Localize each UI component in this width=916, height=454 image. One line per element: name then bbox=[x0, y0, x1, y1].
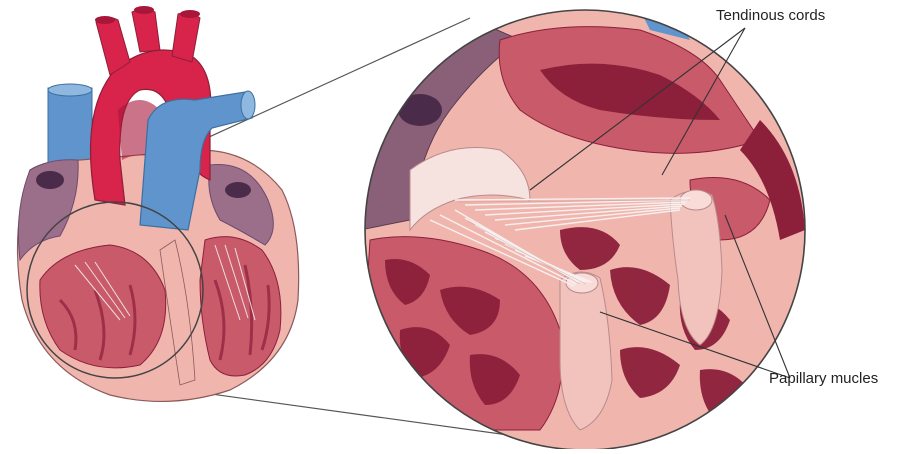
zoomed-view bbox=[360, 5, 820, 449]
papillary-muscle-lower bbox=[560, 272, 612, 430]
whole-heart bbox=[18, 6, 299, 401]
papillary-muscles-label: Papillary mucles bbox=[769, 370, 878, 387]
tendinous-cords-label: Tendinous cords bbox=[716, 7, 825, 24]
aortic-branch-2 bbox=[132, 9, 160, 52]
aortic-branch-3 bbox=[172, 13, 200, 62]
